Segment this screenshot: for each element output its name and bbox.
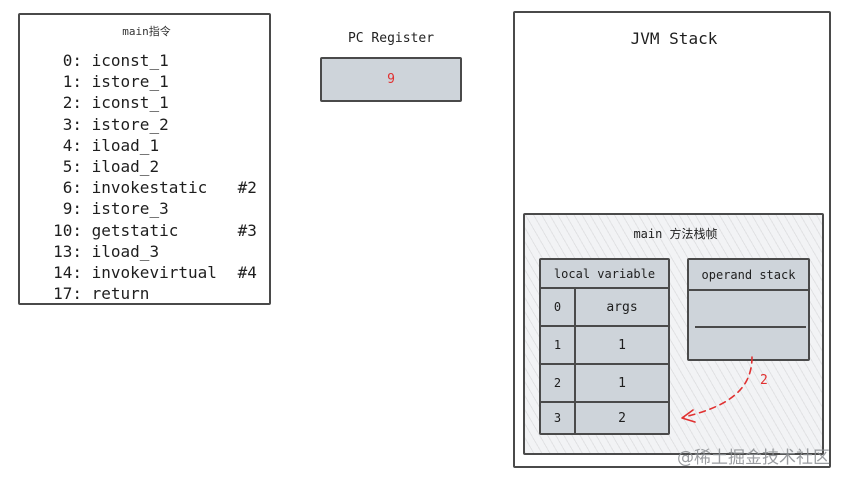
local-variable-row: 0 args	[541, 289, 668, 327]
instructions-title: main指令	[122, 25, 171, 38]
instruction-arg: #4	[237, 262, 257, 282]
watermark: @稀土掘金技术社区	[677, 448, 830, 468]
instruction-row: 0: iconst_1	[42, 50, 257, 71]
instruction-arg: #2	[237, 178, 257, 198]
pc-register-label: PC Register	[347, 31, 435, 46]
local-variable-header: local variable	[541, 260, 668, 289]
instruction-row: 14: invokevirtual #4	[42, 262, 257, 283]
local-variable-value: 1	[618, 375, 626, 391]
pc-register-box: 9	[320, 57, 462, 102]
instruction-offset: 1:	[62, 72, 82, 92]
local-variable-index: 2	[541, 365, 576, 401]
instruction-offset: 3:	[62, 114, 82, 134]
instruction-opcode: iload_1	[91, 135, 160, 155]
instruction-row: 17: return	[42, 283, 257, 304]
instruction-offset: 10:	[53, 220, 82, 240]
jvm-stack-title: JVM Stack	[630, 29, 718, 48]
local-variable-row: 2 1	[541, 365, 668, 403]
instruction-row: 3: istore_2	[42, 114, 257, 135]
instruction-offset: 17:	[53, 284, 82, 304]
jvm-stack-panel: JVM Stack	[513, 11, 831, 468]
local-variable-value: 2	[618, 410, 626, 426]
instruction-opcode: iload_2	[91, 156, 160, 176]
instruction-row: 2: iconst_1	[42, 92, 257, 113]
instruction-row: 5: iload_2	[42, 156, 257, 177]
instruction-row: 9: istore_3	[42, 198, 257, 219]
instruction-row: 4: iload_1	[42, 135, 257, 156]
instruction-opcode: return	[91, 284, 150, 304]
instruction-row: 13: iload_3	[42, 241, 257, 262]
instruction-offset: 2:	[62, 93, 82, 113]
instruction-opcode: iconst_1	[91, 51, 169, 70]
pc-register-value: 9	[387, 72, 395, 87]
instruction-arg: #3	[237, 220, 257, 240]
instruction-opcode: istore_2	[91, 114, 169, 134]
instruction-offset: 0:	[62, 51, 82, 70]
local-variable-value: 1	[618, 337, 626, 353]
instruction-opcode: getstatic	[91, 220, 179, 240]
instruction-row: 10: getstatic #3	[42, 220, 257, 241]
stack-frame-title: main 方法栈帧	[633, 227, 718, 241]
local-variable-index: 1	[541, 327, 576, 363]
local-variable-row: 3 2	[541, 403, 668, 433]
instruction-list: 0: iconst_1 1: istore_1 2: iconst_1 3: i…	[42, 50, 257, 304]
operand-stack-header: operand stack	[689, 260, 808, 291]
instruction-opcode: iconst_1	[91, 93, 169, 113]
instruction-offset: 4:	[62, 135, 82, 155]
instruction-row: 1: istore_1	[42, 71, 257, 92]
local-variable-value: args	[606, 299, 638, 315]
instruction-opcode: invokestatic	[91, 178, 208, 198]
instruction-opcode: istore_1	[91, 72, 169, 92]
instruction-offset: 6:	[62, 178, 82, 198]
instruction-offset: 9:	[62, 199, 82, 219]
instructions-panel: main指令 0: iconst_1 1: istore_1 2: iconst…	[18, 13, 271, 305]
arrow-value-label: 2	[760, 373, 768, 388]
operand-stack: operand stack	[687, 258, 810, 361]
operand-stack-slot-divider	[695, 326, 806, 328]
instruction-row: 6: invokestatic #2	[42, 177, 257, 198]
instruction-opcode: iload_3	[91, 241, 160, 261]
local-variable-index: 0	[541, 289, 576, 325]
instruction-offset: 5:	[62, 156, 82, 176]
instruction-offset: 14:	[53, 262, 82, 282]
local-variable-row: 1 1	[541, 327, 668, 365]
local-variable-table: local variable 0 args 1 1 2 1 3 2	[539, 258, 670, 435]
local-variable-index: 3	[541, 403, 576, 433]
instruction-opcode: invokevirtual	[91, 262, 217, 282]
instruction-opcode: istore_3	[91, 199, 169, 219]
instruction-offset: 13:	[53, 241, 82, 261]
